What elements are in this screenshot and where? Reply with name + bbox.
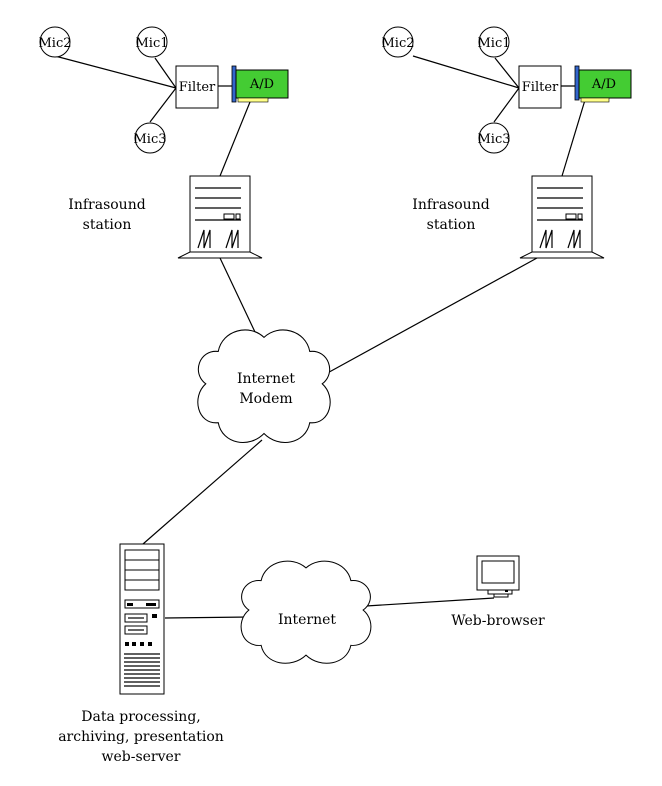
connector-mic1-filter-1 xyxy=(154,57,177,89)
filter-box: Filter xyxy=(518,65,562,109)
station-computer-icon xyxy=(177,175,263,259)
server-caption-line-1: Data processing, xyxy=(81,709,200,725)
ad-label: A/D xyxy=(591,77,616,92)
mic-label: Mic3 xyxy=(477,132,510,147)
connections xyxy=(54,55,586,619)
modem-cloud-line-1: Internet xyxy=(237,371,295,387)
ad-converter-card: A/D xyxy=(231,65,289,103)
station-caption-line-2: station xyxy=(83,217,132,233)
ad-converter-card: A/D xyxy=(574,65,632,103)
mic3-node: Mic3 xyxy=(133,122,167,154)
station-caption-line-2: station xyxy=(427,217,476,233)
connector-mic2-filter-2 xyxy=(412,55,520,89)
filter-box: Filter xyxy=(175,65,219,109)
station-computer-icon xyxy=(519,175,605,259)
server-tower-icon xyxy=(119,543,165,695)
mic-label: Mic1 xyxy=(477,36,510,51)
ad-label: A/D xyxy=(249,77,274,92)
connector-server-internet xyxy=(164,616,251,619)
connector-ad-station-2 xyxy=(561,99,586,177)
server-caption-line-3: web-server xyxy=(101,749,180,765)
web-browser-label: Web-browser xyxy=(451,613,545,629)
station-caption-line-1: Infrasound xyxy=(68,197,145,213)
modem-cloud-line-2: Modem xyxy=(239,391,292,407)
mic-label: Mic1 xyxy=(135,36,168,51)
connector-station2-modem xyxy=(321,257,538,377)
connector-mic3-filter-1 xyxy=(149,87,177,123)
internet-cloud: Internet xyxy=(240,560,372,664)
internet-modem-cloud: Internet Modem xyxy=(197,329,331,444)
mic3-node: Mic3 xyxy=(477,122,511,154)
connector-ad-station-1 xyxy=(219,101,251,177)
mic-label: Mic3 xyxy=(133,132,166,147)
filter-label: Filter xyxy=(179,80,216,95)
connector-mic2-filter-1 xyxy=(54,55,177,89)
mic-label: Mic2 xyxy=(38,36,71,51)
infrasound-station-2: Mic2 Mic1 Mic3 Filter A/D xyxy=(381,26,632,259)
mic1-node: Mic1 xyxy=(135,26,169,58)
infrasound-station-1: Mic2 Mic1 Mic3 Filter A/D xyxy=(38,26,289,259)
station-caption-line-1: Infrasound xyxy=(412,197,489,213)
connector-modem-server xyxy=(142,439,263,545)
connector-mic1-filter-2 xyxy=(494,57,520,89)
connector-mic3-filter-2 xyxy=(493,87,520,123)
mic1-node: Mic1 xyxy=(477,26,511,58)
server-caption-line-2: archiving, presentation xyxy=(58,729,224,745)
filter-label: Filter xyxy=(522,80,559,95)
mic-label: Mic2 xyxy=(381,36,414,51)
web-browser-monitor-icon xyxy=(476,555,520,598)
mic2-node: Mic2 xyxy=(38,26,72,58)
connector-station1-modem xyxy=(219,257,256,333)
mic2-node: Mic2 xyxy=(381,26,415,58)
connector-internet-browser xyxy=(365,597,495,607)
internet-cloud-label: Internet xyxy=(278,612,336,628)
